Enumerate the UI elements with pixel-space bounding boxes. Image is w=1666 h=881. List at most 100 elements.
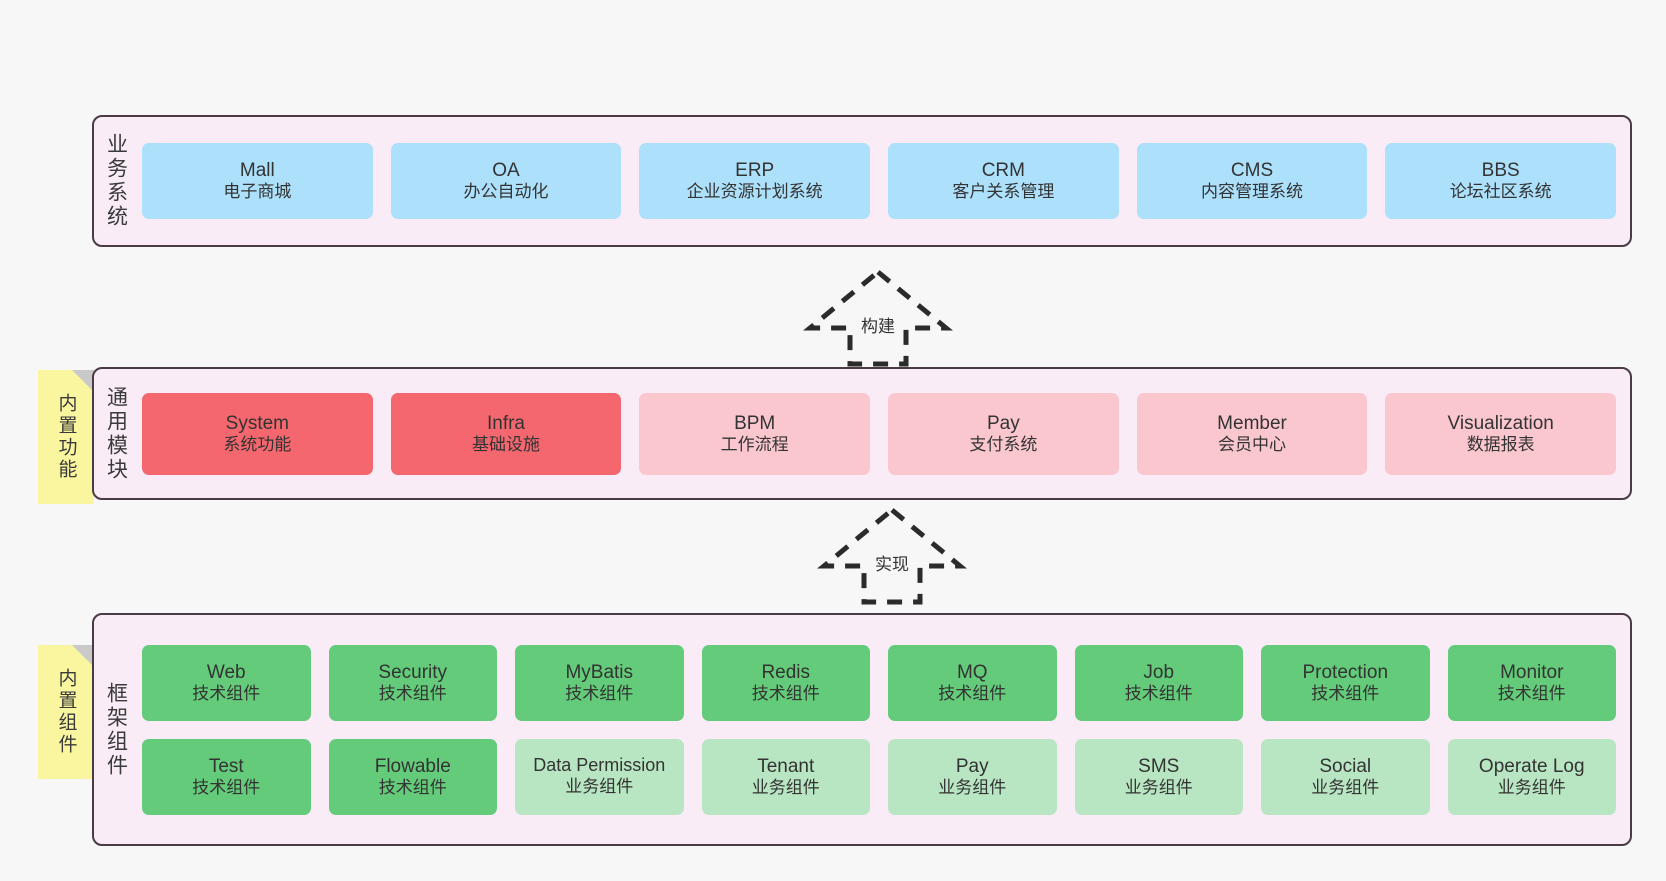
card-monitor[interactable]: Monitor 技术组件 [1447, 644, 1616, 721]
card-mall[interactable]: Mall 电子商城 [142, 143, 373, 219]
card-subtitle: 业务组件 [751, 777, 820, 797]
connector-build-label: 构建 [861, 317, 895, 336]
card-mybatis[interactable]: MyBatis 技术组件 [515, 644, 684, 721]
card-security[interactable]: Security 技术组件 [328, 644, 497, 721]
card-subtitle: 业务组件 [938, 777, 1007, 797]
note-builtin-features: 内置功能 [38, 370, 94, 504]
card-title: Test [208, 755, 244, 777]
note-label: 内置功能 [55, 393, 77, 481]
card-redis[interactable]: Redis 技术组件 [701, 644, 870, 721]
card-subtitle: 企业资源计划系统 [686, 182, 823, 202]
card-title: System [225, 412, 290, 434]
card-subtitle: 技术组件 [1124, 683, 1193, 703]
card-subtitle: 业务组件 [565, 777, 634, 797]
card-title: OA [492, 160, 520, 182]
card-title: Data Permission [533, 755, 666, 776]
card-job[interactable]: Job 技术组件 [1074, 644, 1243, 721]
card-title: CMS [1230, 160, 1274, 182]
card-title: Pay [986, 412, 1020, 434]
card-subtitle: 基础设施 [472, 434, 540, 454]
card-subtitle: 技术组件 [1497, 683, 1566, 703]
card-subtitle: 技术组件 [192, 683, 261, 703]
card-subtitle: 技术组件 [565, 683, 634, 703]
card-visualization[interactable]: Visualization 数据报表 [1385, 392, 1617, 475]
card-title: MyBatis [565, 661, 634, 683]
card-infra[interactable]: Infra 基础设施 [390, 392, 622, 475]
card-title: Redis [761, 661, 811, 683]
card-title: Job [1143, 661, 1175, 683]
card-subtitle: 业务组件 [1124, 777, 1193, 797]
connector-implement-label: 实现 [875, 555, 909, 574]
card-system[interactable]: System 系统功能 [142, 392, 373, 475]
card-social[interactable]: Social 业务组件 [1261, 738, 1430, 815]
card-title: Monitor [1500, 661, 1564, 683]
card-pay-module[interactable]: Pay 支付系统 [888, 392, 1119, 475]
card-title: CRM [981, 160, 1025, 182]
card-row: Test 技术组件 Flowable 技术组件 Data Permission … [142, 738, 1616, 815]
card-oa[interactable]: OA 办公自动化 [390, 143, 622, 219]
card-sms[interactable]: SMS 业务组件 [1074, 738, 1243, 815]
card-row: Web 技术组件 Security 技术组件 MyBatis 技术组件 Redi… [142, 644, 1616, 721]
layer-framework-components: 框架组件 Web 技术组件 Security 技术组件 MyBatis 技术组件… [92, 613, 1632, 846]
card-web[interactable]: Web 技术组件 [142, 644, 311, 721]
card-subtitle: 论坛社区系统 [1449, 182, 1552, 202]
card-flowable[interactable]: Flowable 技术组件 [328, 738, 497, 815]
card-mq[interactable]: MQ 技术组件 [888, 644, 1057, 721]
card-title: Infra [486, 412, 526, 434]
card-subtitle: 数据报表 [1466, 434, 1535, 454]
card-member[interactable]: Member 会员中心 [1136, 392, 1368, 475]
card-subtitle: 技术组件 [192, 777, 261, 797]
card-title: Flowable [374, 755, 451, 777]
card-title: Web [206, 661, 246, 683]
card-protection[interactable]: Protection 技术组件 [1261, 644, 1430, 721]
card-title: MQ [956, 661, 988, 683]
card-title: ERP [735, 160, 775, 182]
card-subtitle: 业务组件 [1497, 777, 1566, 797]
card-cms[interactable]: CMS 内容管理系统 [1136, 143, 1368, 219]
card-subtitle: 办公自动化 [463, 182, 549, 202]
card-erp[interactable]: ERP 企业资源计划系统 [639, 143, 871, 219]
card-title: SMS [1138, 755, 1180, 777]
card-subtitle: 技术组件 [378, 683, 447, 703]
card-title: Social [1319, 755, 1372, 777]
card-tenant[interactable]: Tenant 业务组件 [701, 738, 870, 815]
card-data-permission[interactable]: Data Permission 业务组件 [515, 738, 684, 815]
layer-label-framework-components: 框架组件 [104, 681, 128, 778]
layer-body-framework-components: Web 技术组件 Security 技术组件 MyBatis 技术组件 Redi… [138, 615, 1630, 844]
card-bbs[interactable]: BBS 论坛社区系统 [1385, 143, 1617, 219]
note-builtin-components: 内置组件 [38, 645, 94, 779]
card-subtitle: 业务组件 [1311, 777, 1380, 797]
card-title: Tenant [757, 755, 815, 777]
card-subtitle: 电子商城 [223, 182, 292, 202]
layer-label-business-systems: 业务系统 [104, 133, 128, 229]
generalization-arrow-icon [817, 506, 967, 605]
card-test[interactable]: Test 技术组件 [142, 738, 311, 815]
connector-build: 构建 [798, 268, 958, 367]
layer-label-general-modules: 通用模块 [104, 385, 128, 482]
layer-body-general-modules: System 系统功能 Infra 基础设施 BPM 工作流程 Pay 支付系统… [138, 369, 1630, 498]
layer-general-modules: 通用模块 System 系统功能 Infra 基础设施 BPM 工作流程 Pay [92, 367, 1632, 500]
card-subtitle: 技术组件 [938, 683, 1007, 703]
card-subtitle: 技术组件 [378, 777, 447, 797]
card-subtitle: 技术组件 [751, 683, 820, 703]
card-title: BPM [734, 412, 776, 434]
card-subtitle: 系统功能 [223, 434, 292, 454]
card-bpm[interactable]: BPM 工作流程 [639, 392, 871, 475]
card-subtitle: 支付系统 [969, 434, 1038, 454]
card-title: BBS [1481, 160, 1520, 182]
note-label: 内置组件 [55, 668, 77, 756]
card-title: Pay [955, 755, 989, 777]
card-subtitle: 工作流程 [720, 434, 789, 454]
card-pay-component[interactable]: Pay 业务组件 [888, 738, 1057, 815]
generalization-arrow-icon [803, 268, 953, 367]
card-crm[interactable]: CRM 客户关系管理 [888, 143, 1119, 219]
card-row: Mall 电子商城 OA 办公自动化 ERP 企业资源计划系统 CRM 客户关系… [142, 143, 1617, 219]
layer-business-systems: 业务系统 Mall 电子商城 OA 办公自动化 ERP 企业资源计划系统 CRM [92, 115, 1632, 247]
card-operate-log[interactable]: Operate Log 业务组件 [1447, 738, 1616, 815]
card-subtitle: 客户关系管理 [952, 182, 1055, 202]
card-subtitle: 内容管理系统 [1201, 182, 1304, 202]
card-subtitle: 技术组件 [1311, 683, 1380, 703]
card-title: Member [1217, 412, 1287, 434]
card-title: Protection [1302, 661, 1389, 683]
